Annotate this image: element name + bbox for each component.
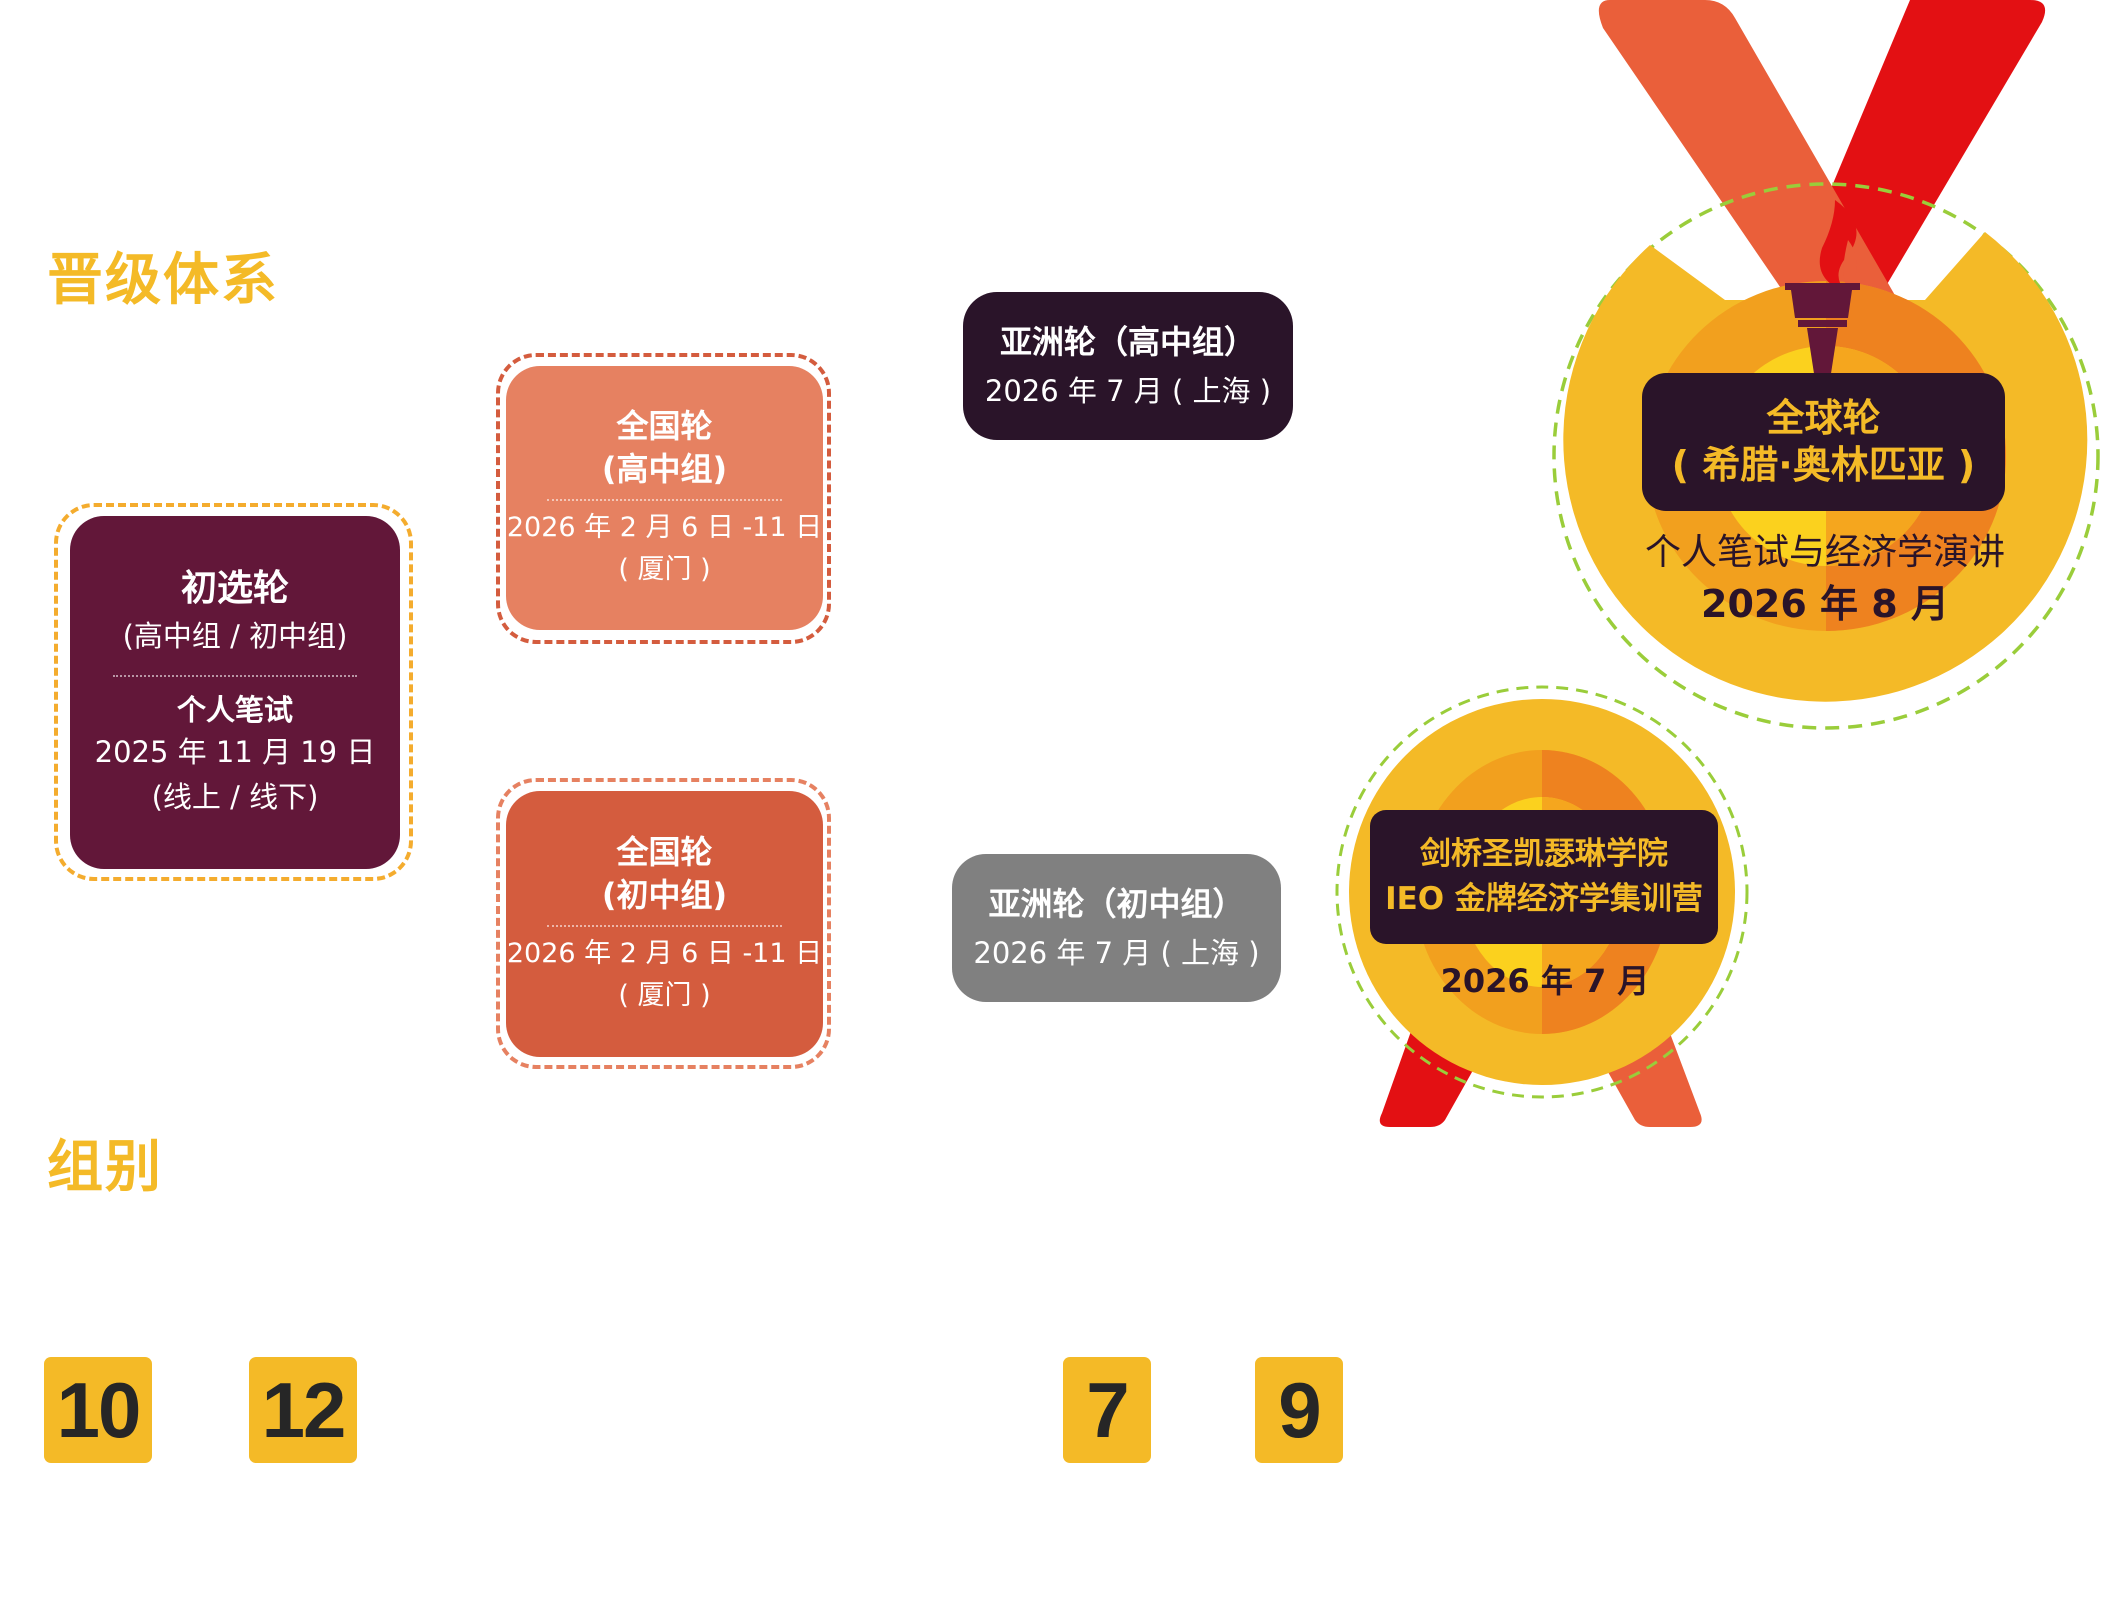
global-round-location: ( 希腊·奥林匹亚 ): [1671, 443, 1976, 487]
national-junior-group: (初中组): [601, 876, 728, 915]
preliminary-format: 个人笔试: [176, 692, 293, 727]
camp-line1: 剑桥圣凯瑟琳学院: [1420, 836, 1668, 873]
camp-medal-graphic: [1335, 685, 1749, 1127]
grade-badge-9: 9: [1255, 1357, 1343, 1463]
national-senior-location: ( 厦门 ): [618, 554, 711, 586]
national-junior-divider: [547, 925, 782, 928]
grade-badge-7: 7: [1063, 1357, 1151, 1463]
preliminary-groups: (高中组 / 初中组): [122, 618, 348, 653]
national-senior-divider: [547, 499, 782, 502]
asia-junior-title: 亚洲轮（初中组）: [988, 885, 1245, 924]
national-senior-title: 全国轮: [616, 406, 713, 445]
grade-badge-12: 12: [249, 1357, 357, 1463]
global-round-date: 2026 年 8 月: [1701, 582, 1949, 626]
asia-junior-date: 2026 年 7 月 ( 上海 ): [973, 936, 1260, 971]
torch-icon: [1785, 200, 1860, 380]
camp-label: 剑桥圣凯瑟琳学院 IEO 金牌经济学集训营: [1370, 810, 1718, 944]
preliminary-mode: (线上 / 线下): [151, 779, 319, 814]
camp-medal-dashed-ring: [1335, 685, 1749, 1099]
preliminary-title: 初选轮: [180, 568, 289, 610]
preliminary-divider: [112, 674, 358, 677]
camp-date: 2026 年 7 月: [1440, 962, 1650, 1000]
global-medal-dashed-ring: [1552, 182, 2100, 730]
grade-badge-10: 10: [44, 1357, 152, 1463]
asia-junior-card: 亚洲轮（初中组） 2026 年 7 月 ( 上海 ): [952, 854, 1281, 1002]
groups-section-title: 组别: [47, 1135, 163, 1200]
national-junior-title: 全国轮: [616, 832, 713, 871]
national-senior-card: 全国轮 (高中组) 2026 年 2 月 6 日 -11 日 ( 厦门 ): [506, 366, 823, 630]
national-junior-location: ( 厦门 ): [618, 980, 711, 1012]
preliminary-card-frame: [54, 503, 413, 881]
promotion-section-title: 晋级体系: [47, 248, 279, 313]
asia-senior-date: 2026 年 7 月 ( 上海 ): [984, 374, 1272, 409]
global-round-format: 个人笔试与经济学演讲: [1644, 532, 2005, 573]
national-junior-card: 全国轮 (初中组) 2026 年 2 月 6 日 -11 日 ( 厦门 ): [506, 791, 823, 1057]
global-round-title: 全球轮: [1766, 395, 1881, 440]
national-senior-date: 2026 年 2 月 6 日 -11 日: [506, 512, 823, 544]
camp-line2: IEO 金牌经济学集训营: [1385, 881, 1703, 917]
national-junior-date: 2026 年 2 月 6 日 -11 日: [506, 938, 823, 970]
national-senior-group: (高中组): [601, 450, 728, 489]
asia-senior-card: 亚洲轮（高中组） 2026 年 7 月 ( 上海 ): [963, 292, 1293, 440]
asia-senior-title: 亚洲轮（高中组）: [999, 323, 1256, 362]
global-round-label: 全球轮 ( 希腊·奥林匹亚 ): [1642, 373, 2005, 511]
preliminary-round-card: 初选轮 (高中组 / 初中组) 个人笔试 2025 年 11 月 19 日 (线…: [70, 516, 400, 869]
national-senior-card-frame: [496, 353, 831, 644]
preliminary-date: 2025 年 11 月 19 日: [94, 734, 376, 769]
national-junior-card-frame: [496, 778, 831, 1069]
